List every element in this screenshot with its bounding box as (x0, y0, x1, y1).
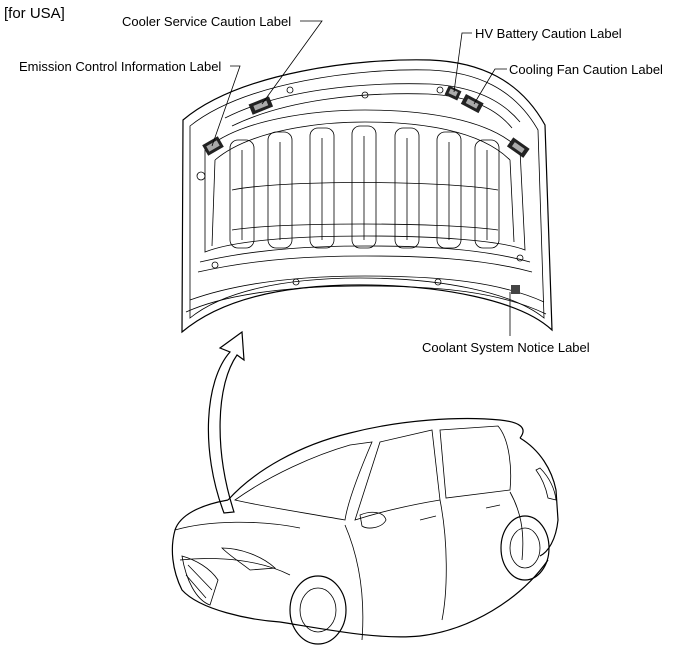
leader-emission (211, 65, 241, 147)
hood-label-cooler (248, 96, 274, 115)
hood-label-hv (444, 85, 462, 101)
hood-label-emission (202, 136, 224, 156)
region-label: [for USA] (4, 5, 65, 22)
emission-control-information-label-text: Emission Control Information Label (19, 59, 222, 74)
coolant-system-notice-label-text: Coolant System Notice Label (422, 340, 590, 355)
hood-drawing (181, 59, 553, 334)
cooler-service-caution-label-text: Cooler Service Caution Label (122, 14, 292, 29)
hood-label-right (506, 137, 530, 158)
leader-hv (453, 32, 472, 93)
hv-battery-caution-label-text: HV Battery Caution Label (475, 26, 622, 41)
leader-fan (473, 68, 507, 105)
open-hood-arrow (207, 330, 245, 514)
leader-cooler (261, 20, 323, 105)
leader-lines (211, 20, 511, 336)
hood-label-fan (460, 94, 484, 114)
cooling-fan-caution-label-text: Cooling Fan Caution Label (509, 62, 663, 77)
car-drawing (171, 417, 559, 645)
hood-label-coolant (511, 285, 520, 294)
